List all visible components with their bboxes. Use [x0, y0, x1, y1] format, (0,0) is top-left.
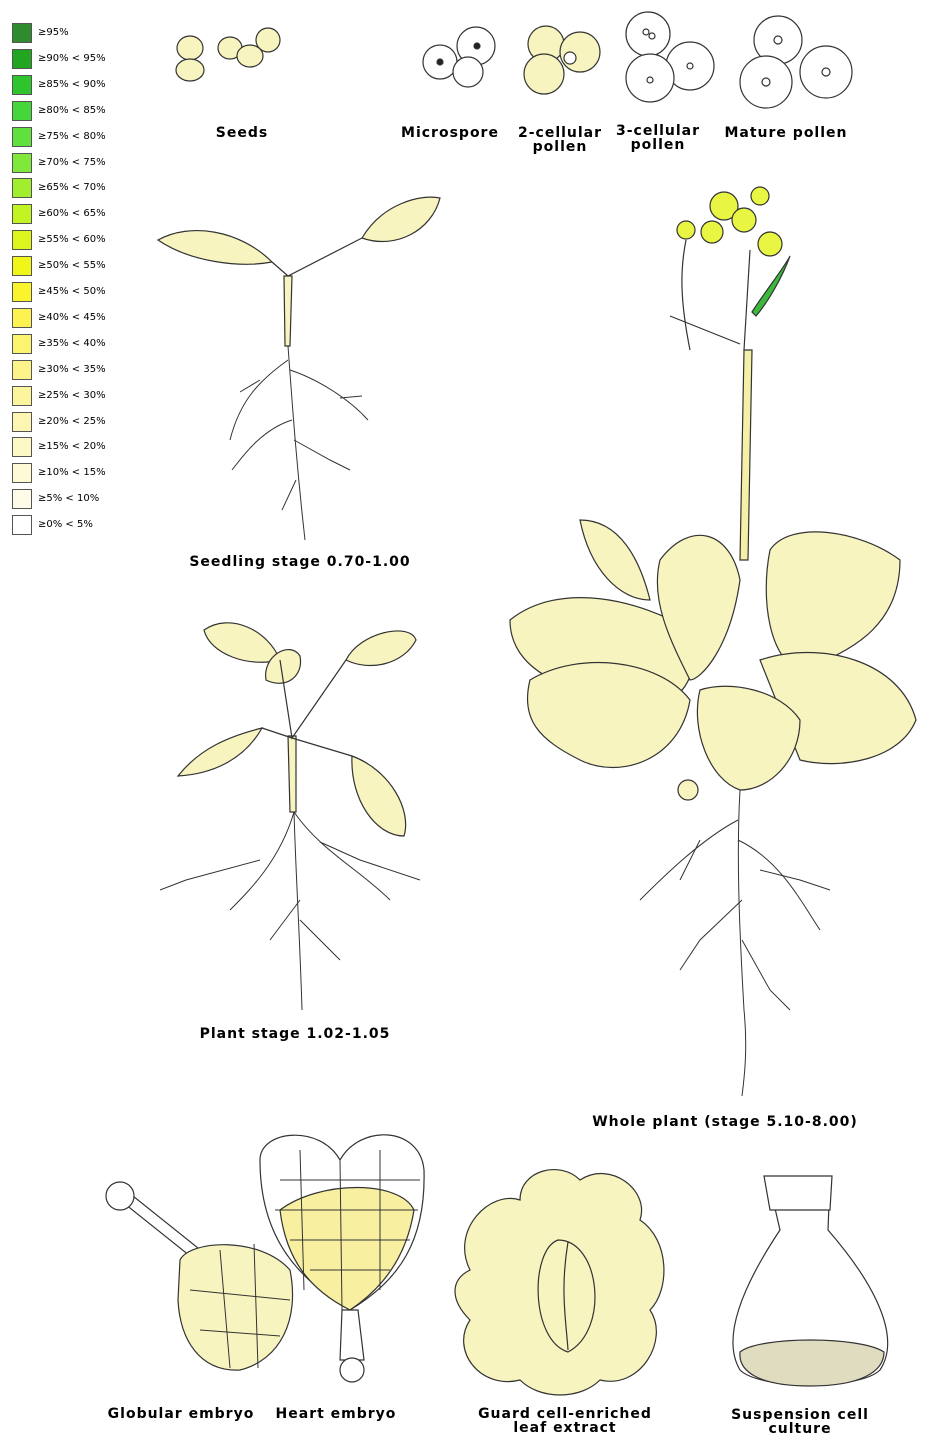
label-two-cellular-pollen: 2-cellular pollen — [510, 126, 610, 154]
label-globular-embryo: Globular embryo — [100, 1407, 262, 1421]
label-mature-pollen: Mature pollen — [716, 126, 856, 140]
seeds-image — [176, 28, 280, 81]
globular-embryo-image — [106, 1182, 293, 1370]
label-suspension-culture: Suspension cell culture — [710, 1408, 890, 1436]
guard-cell-image — [455, 1170, 664, 1395]
microspore-image — [423, 27, 495, 87]
label-whole-plant: Whole plant (stage 5.10-8.00) — [580, 1115, 870, 1129]
label-seedling-stage: Seedling stage 0.70-1.00 — [170, 555, 430, 569]
mature-pollen-image — [740, 16, 852, 108]
label-microspore: Microspore — [398, 126, 502, 140]
heart-embryo-image — [260, 1135, 424, 1382]
seedling-image — [158, 197, 440, 540]
label-three-cellular-pollen: 3-cellular pollen — [608, 124, 708, 152]
label-seeds: Seeds — [200, 126, 284, 140]
label-heart-embryo: Heart embryo — [268, 1407, 404, 1421]
label-plant-stage: Plant stage 1.02-1.05 — [180, 1027, 410, 1041]
label-guard-cell-extract: Guard cell-enriched leaf extract — [460, 1407, 670, 1435]
three-cellular-pollen-image — [626, 12, 714, 102]
whole-plant-image — [510, 187, 916, 1096]
plant-stage-image — [160, 623, 420, 1010]
two-cellular-pollen-image — [524, 26, 600, 94]
suspension-culture-flask-image — [733, 1176, 888, 1386]
